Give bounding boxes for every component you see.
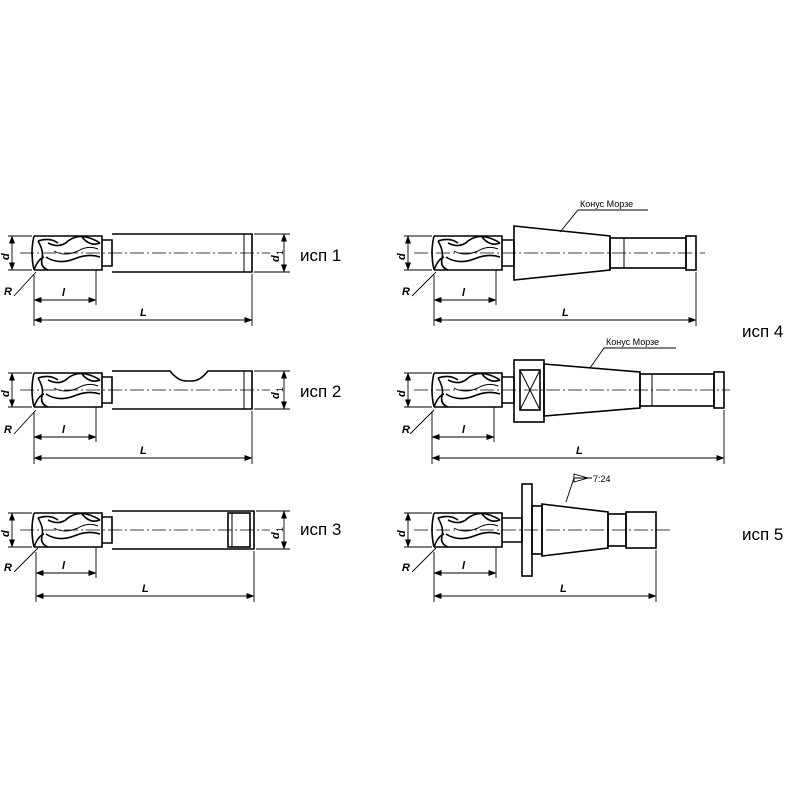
v2-dim-d1: d: [270, 392, 282, 399]
v1-dim-d1-sub: 1: [275, 250, 285, 255]
v1-dim-d: d: [0, 253, 12, 260]
v1-dim-l: l: [62, 287, 66, 299]
v3-dim-R: R: [4, 562, 12, 574]
variant-4-label: исп 4: [742, 322, 783, 341]
v4a-dim-R: R: [402, 286, 410, 298]
variant-5-label: исп 5: [742, 525, 783, 544]
v1-dim-R: R: [4, 286, 12, 298]
v3-dim-d1-sub: 1: [275, 527, 285, 532]
v2-dim-d1-sub: 1: [275, 387, 285, 392]
v4a-dim-L: L: [562, 307, 569, 319]
v1-dim-L: L: [140, 307, 147, 319]
v5-dim-L: L: [560, 583, 567, 595]
variant-3-drawing: [8, 510, 290, 602]
variant-3-label: исп 3: [300, 520, 341, 539]
variant-1-label: исп 1: [300, 246, 341, 265]
v2-dim-d: d: [0, 390, 12, 397]
v3-dim-L: L: [142, 583, 149, 595]
variant-2-drawing: [8, 370, 290, 464]
v4a-dim-d: d: [396, 253, 408, 260]
v2-dim-R: R: [4, 424, 12, 436]
variant-4b-drawing: [404, 347, 730, 464]
variant-2-label: исп 2: [300, 382, 341, 401]
v3-dim-d: d: [0, 530, 12, 537]
variant-1-drawing: [8, 233, 290, 326]
v5-dim-d: d: [396, 530, 408, 537]
v1-dim-d1: d: [270, 255, 282, 262]
v4a-morse-note: Конус Морзе: [580, 199, 633, 209]
variant-4a-drawing: [404, 209, 705, 326]
v3-dim-l: l: [62, 560, 66, 572]
v4b-dim-l: l: [462, 424, 466, 436]
variant-5-drawing: [404, 473, 670, 602]
v5-dim-R: R: [402, 562, 410, 574]
v2-dim-L: L: [140, 445, 147, 457]
v4b-dim-d: d: [396, 390, 408, 397]
v4b-morse-note: Конус Морзе: [606, 337, 659, 347]
v3-dim-d1: d: [270, 532, 282, 539]
v2-dim-l: l: [62, 424, 66, 436]
v5-dim-l: l: [462, 560, 466, 572]
v4b-dim-R: R: [402, 424, 410, 436]
v4b-dim-L: L: [576, 445, 583, 457]
v4a-dim-l: l: [462, 287, 466, 299]
v5-taper-ratio: 7:24: [593, 474, 611, 484]
